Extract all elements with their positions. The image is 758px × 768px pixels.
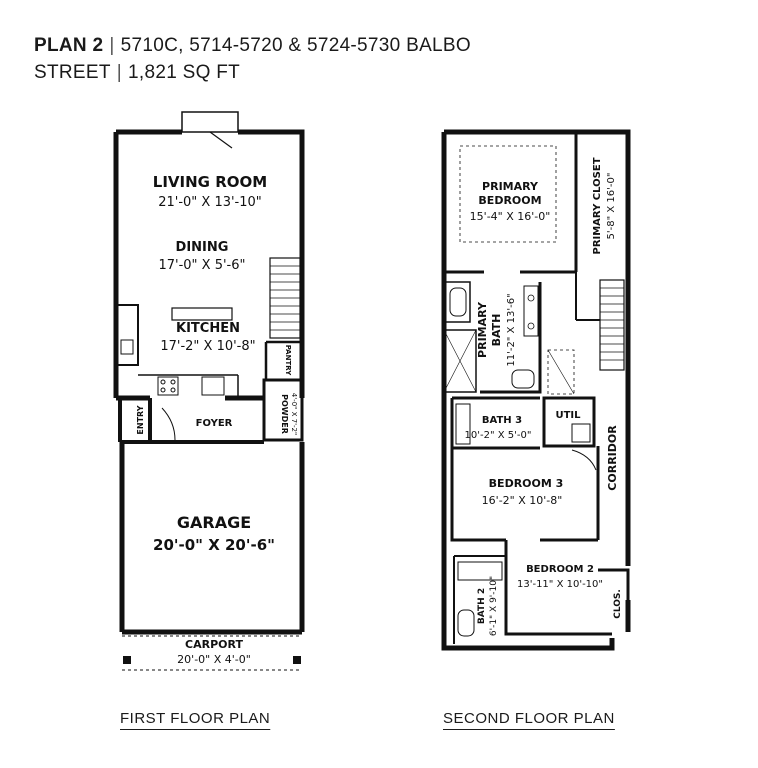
separator: | [109, 35, 115, 56]
dining-dim: 17'-0" X 5'-6" [158, 258, 245, 273]
closet-label: CLOS. [613, 589, 623, 619]
living-room-dim: 21'-0" X 13'-10" [158, 195, 262, 210]
address-line-1: 5710C, 5714-5720 & 5724-5730 BALBO [120, 35, 471, 56]
bath-2-dim: 6'-1" X 9'-10" [489, 576, 499, 636]
address-line-2: STREET [34, 62, 111, 83]
primary-bath-label-2: BATH [490, 314, 503, 347]
bath-2-label: BATH 2 [477, 588, 487, 624]
bath-3-dim: 10'-2" X 5'-0" [465, 430, 532, 441]
pantry-label: PANTRY [284, 345, 292, 377]
garage-dim: 20'-0" X 20'-6" [153, 536, 275, 554]
first-floor-plan [113, 111, 305, 671]
primary-closet-label: PRIMARY CLOSET [592, 157, 603, 254]
header-line-1: PLAN 2|5710C, 5714-5720 & 5724-5730 BALB… [34, 32, 734, 59]
bedroom-3-label: BEDROOM 3 [489, 477, 564, 490]
first-floor-caption: FIRST FLOOR PLAN [120, 710, 271, 727]
separator: | [116, 62, 123, 83]
second-floor-caption: SECOND FLOOR PLAN [443, 710, 615, 727]
entry-label: ENTRY [136, 405, 145, 434]
primary-bedroom-label-2: BEDROOM [478, 194, 541, 207]
primary-bedroom-dim: 15'-4" X 16'-0" [470, 210, 551, 223]
primary-closet-dim: 5'-8" X 16'-0" [606, 173, 617, 240]
second-floor-plan [441, 129, 631, 651]
bedroom-2-label: BEDROOM 2 [526, 564, 594, 575]
primary-bath-dim: 11'-2" X 13'-6" [506, 293, 517, 366]
kitchen-dim: 17'-2" X 10'-8" [160, 339, 255, 354]
dining-label: DINING [176, 240, 229, 255]
powder-label: POWDER [280, 394, 289, 434]
bedroom-2-dim: 13'-11" X 10'-10" [517, 579, 603, 590]
foyer-label: FOYER [196, 418, 233, 429]
bedroom-3-dim: 16'-2" X 10'-8" [482, 494, 563, 507]
kitchen-label: KITCHEN [176, 321, 240, 336]
garage-label: GARAGE [177, 513, 251, 532]
square-footage: 1,821 SQ FT [128, 62, 241, 83]
living-room-label: LIVING ROOM [153, 173, 267, 191]
header-line-2: STREET|1,821 SQ FT [34, 59, 734, 86]
plan-name: PLAN 2 [34, 35, 104, 56]
carport-dim: 20'-0" X 4'-0" [177, 653, 251, 666]
corridor-label: CORRIDOR [606, 425, 619, 491]
bath-3-label: BATH 3 [482, 415, 522, 426]
plan-header: PLAN 2|5710C, 5714-5720 & 5724-5730 BALB… [34, 32, 734, 86]
primary-bath-label-1: PRIMARY [476, 301, 489, 358]
primary-bedroom-label-1: PRIMARY [482, 180, 539, 193]
powder-dim: 4'-0" X 7'-2" [290, 393, 298, 435]
carport-label: CARPORT [185, 638, 243, 651]
util-label: UTIL [555, 410, 581, 421]
